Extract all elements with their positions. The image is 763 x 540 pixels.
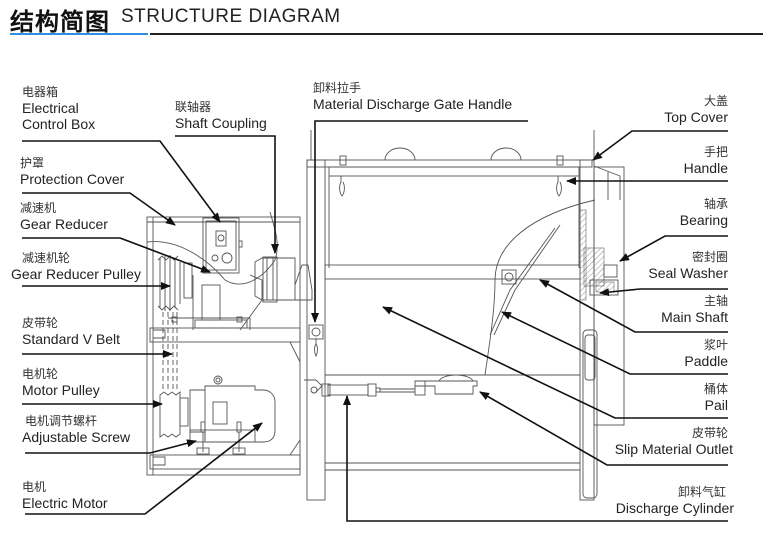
label-en: Paddle [684,352,728,369]
label-en: Adjustable Screw [22,428,131,445]
label-adjustable-screw: 电机调节螺杆 Adjustable Screw [22,414,131,445]
label-standard-v-belt: 皮带轮 Standard V Belt [22,316,121,347]
discharge-cylinder-drawing [304,374,478,397]
label-shaft-coupling: 联轴器 Shaft Coupling [175,100,267,131]
label-en: Electrical [22,99,79,116]
label-cn: 浆叶 [703,338,728,352]
label-en: Top Cover [664,108,728,125]
label-cn: 皮带轮 [691,426,728,440]
label-pail: 桶体 Pail [703,382,728,413]
label-en: Control Box [22,115,96,132]
discharge-gate-handle-drawing [308,324,324,358]
label-en: Discharge Cylinder [615,499,734,516]
electrical-control-box-drawing [202,217,243,274]
label-cn: 电机 [22,480,47,494]
label-slip-material-outlet: 皮带轮 Slip Material Outlet [614,426,733,457]
label-cn: 主轴 [703,294,728,308]
label-en: Electric Motor [22,494,108,511]
v-belt-drawing [162,312,178,390]
label-electric-motor: 电机 Electric Motor [22,480,108,511]
label-gear-reducer: 减速机 Gear Reducer [20,201,108,232]
leader-lines [22,120,728,522]
label-cn: 密封圈 [691,250,728,264]
label-gear-reducer-pulley: 减速机轮 Gear Reducer Pulley [11,251,141,282]
label-cn: 减速机轮 [22,251,71,265]
label-electrical-control-box: 电器箱 Electrical Control Box [22,85,96,132]
label-cn: 桶体 [703,382,728,396]
label-cn: 减速机 [20,201,57,215]
label-en: Handle [683,159,728,176]
label-en: Standard V Belt [22,330,121,347]
label-en: Shaft Coupling [175,114,267,131]
label-cn: 皮带轮 [22,316,59,330]
label-cn: 电器箱 [22,85,59,99]
label-cn: 手把 [703,145,728,159]
label-en: Material Discharge Gate Handle [313,95,513,112]
label-cn: 护罩 [20,156,45,170]
label-cn: 电机调节螺杆 [25,414,98,428]
label-motor-pulley: 电机轮 Motor Pulley [22,367,100,398]
label-main-shaft: 主轴 Main Shaft [661,294,728,325]
title-accent-rule [10,33,148,35]
label-cn: 电机轮 [22,367,59,381]
label-en: Protection Cover [20,170,125,187]
label-en: Slip Material Outlet [614,440,733,457]
label-discharge-cylinder: 卸料气缸 Discharge Cylinder [615,485,734,516]
label-discharge-gate-handle: 卸料拉手 Material Discharge Gate Handle [313,81,513,112]
label-top-cover: 大盖 Top Cover [664,94,728,125]
label-bearing: 轴承 Bearing [679,197,728,228]
page-title-cn: 结构简图 [10,8,110,36]
label-cn: 联轴器 [175,100,212,114]
title-divider-rule [150,33,763,35]
shaft-coupling-drawing [254,256,313,303]
label-en: Gear Reducer [20,215,108,232]
gear-reducer-drawing [168,274,263,331]
label-cn: 卸料拉手 [313,81,362,95]
label-en: Gear Reducer Pulley [11,265,141,282]
label-protection-cover: 护罩 Protection Cover [20,156,125,187]
label-en: Bearing [679,211,728,228]
label-cn: 大盖 [703,94,728,108]
electric-motor-drawing [189,375,276,455]
label-en: Motor Pulley [22,381,100,398]
page-title-en: STRUCTURE DIAGRAM [121,6,341,27]
label-en: Main Shaft [661,308,728,325]
label-cn: 轴承 [703,197,728,211]
label-seal-washer: 密封圈 Seal Washer [648,250,728,281]
label-cn: 卸料气缸 [677,485,726,499]
drive-frame [146,211,301,476]
motor-pulley-drawing [159,391,189,438]
label-en: Pail [704,396,728,413]
label-en: Seal Washer [648,264,728,281]
label-handle: 手把 Handle [683,145,728,176]
label-paddle: 浆叶 Paddle [684,338,728,369]
pail-drawing [306,130,625,501]
